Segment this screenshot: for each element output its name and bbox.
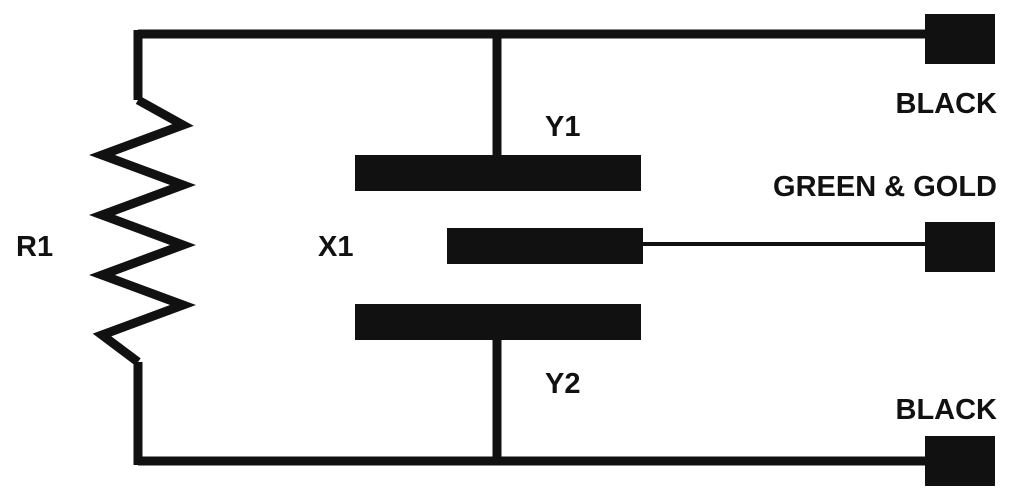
y2-label: Y2 xyxy=(545,368,580,400)
x1-label: X1 xyxy=(318,231,353,263)
terminal-middle-pad xyxy=(925,222,995,272)
terminal-bottom-label: BLACK xyxy=(896,394,998,426)
x1-capacitor-plate xyxy=(447,228,643,264)
y2-capacitor-plate xyxy=(355,304,641,340)
y1-label: Y1 xyxy=(545,111,580,143)
terminal-top-label: BLACK xyxy=(896,88,998,120)
terminal-top-pad xyxy=(925,14,995,64)
r1-label: R1 xyxy=(16,231,53,263)
y1-capacitor-plate xyxy=(355,155,641,191)
terminal-bottom-pad xyxy=(925,436,995,486)
terminal-middle-label: GREEN & GOLD xyxy=(773,171,997,203)
resistor-r1-symbol xyxy=(89,96,196,366)
